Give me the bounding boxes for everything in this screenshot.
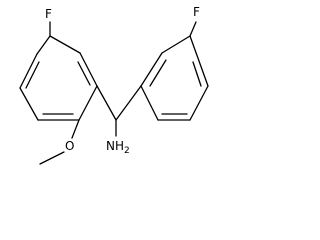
bond-central-to-right-ring [115,85,142,121]
amine-nh: NH [106,139,124,153]
bond-c-f-right [189,21,197,37]
bond [140,85,159,121]
bond [140,52,163,87]
bond [78,85,98,121]
fluorine-label-left: F [45,7,52,21]
bond-c-o [71,119,80,139]
left-benzene-ring [19,35,98,121]
amine-subscript: 2 [124,146,130,156]
fluorine-label-right: F [193,5,200,19]
oxygen-label: O [65,139,74,153]
bond [36,35,51,55]
amine-label: NH2 [106,139,130,156]
bond [189,85,209,121]
double-bond-inner [25,61,40,89]
double-bond-inner [192,61,202,87]
bond [19,53,38,89]
bond-left-ring-to-central [96,85,117,121]
right-benzene-ring [140,35,209,121]
molecule-structure: F O NH2 F [19,5,209,165]
bond [161,35,191,54]
bond [79,52,98,87]
double-bond-inner [77,61,91,86]
bond [49,35,81,54]
bond-o-methyl [39,151,65,165]
bond [189,35,209,87]
double-bond-inner [149,59,167,87]
bond [19,87,39,121]
